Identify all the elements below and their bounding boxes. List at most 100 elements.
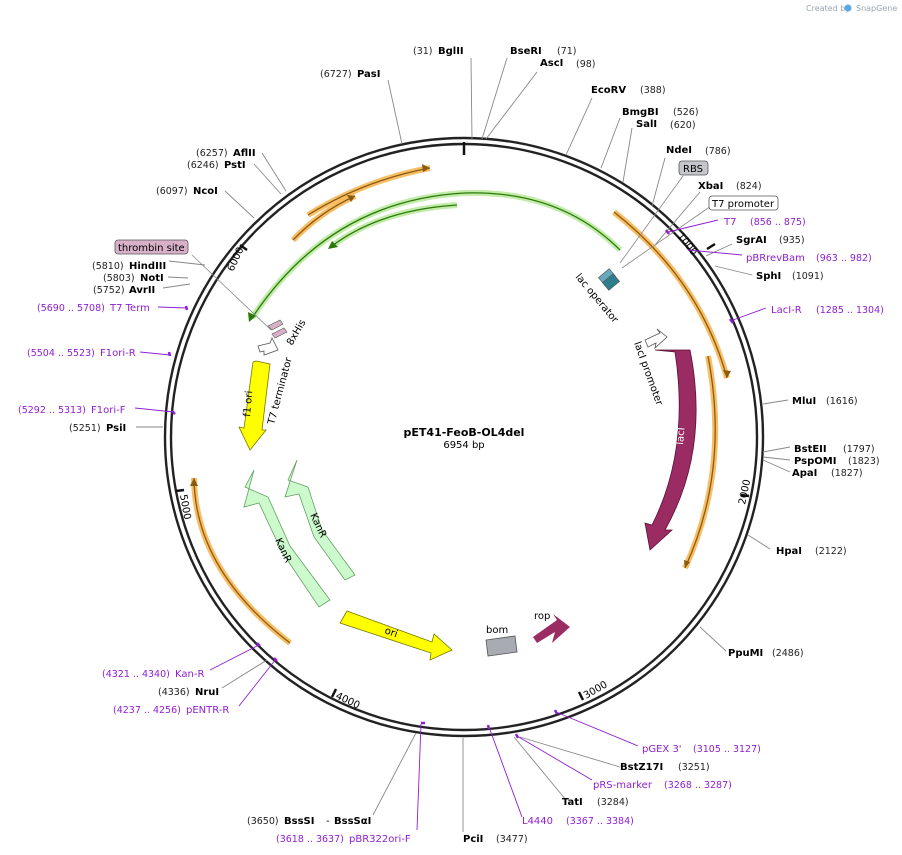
primer-f1ori-r-range: (5504 .. 5523): [27, 348, 95, 359]
enzyme-hpai: HpaI: [776, 546, 802, 557]
lac-operator-box-2: [602, 273, 620, 291]
tick-label-6000: 6000: [226, 246, 247, 274]
enzyme-sphi-pos: (1091): [792, 271, 824, 282]
primer-pbrrevbam-range: (963 .. 982): [816, 253, 872, 264]
primer-laci-r: LacI-R: [771, 305, 802, 316]
enzyme-bsssi: BssSI: [284, 816, 314, 827]
primer-l4440: L4440: [522, 816, 553, 827]
enzyme-xbai: XbaI: [698, 181, 723, 192]
enzyme-ndei: NdeI: [666, 145, 692, 156]
enzyme-ndei-pos: (786): [705, 146, 731, 157]
primer-t7-term-range: (5690 .. 5708): [37, 303, 105, 314]
primer-marks: [167, 229, 734, 739]
enzyme-aflii: AflII: [233, 148, 256, 159]
enzyme-sphi: SphI: [756, 271, 781, 282]
enzyme-asci-pos: (98): [576, 59, 596, 70]
enzyme-ncoi-pos: (6097): [156, 186, 188, 197]
enzyme-noti-pos: (5803): [103, 273, 135, 284]
enzyme-asci: AscI: [540, 58, 563, 69]
thrombin-site-label: thrombin site: [118, 243, 185, 254]
backbone-outer: [163, 136, 765, 738]
enzyme-bstz17i: BstZ17I: [620, 762, 663, 773]
enzyme-tati: TatI: [562, 797, 583, 808]
enzyme-ppumi-pos: (2486): [772, 648, 804, 659]
enzyme-hindiii-pos: (5810): [92, 261, 124, 272]
enzyme-apai-pos: (1827): [831, 468, 863, 479]
primer-prs-marker: pRS-marker: [593, 780, 653, 791]
primer-pgex-3-range: (3105 .. 3127): [693, 744, 761, 755]
his-tag-marker-a: [267, 319, 284, 331]
enzyme-avrii-pos: (5752): [93, 285, 125, 296]
rop-label: rop: [534, 611, 550, 622]
tick-label-1000: 1000: [675, 231, 699, 258]
ori-label: ori: [383, 625, 399, 640]
enzyme-hindiii: HindIII: [129, 261, 166, 272]
enzyme-bstz17i-pos: (3251): [678, 762, 710, 773]
tick-label-5000: 5000: [177, 494, 192, 521]
t7-term-arrow: [257, 337, 279, 356]
bom-box: [485, 635, 518, 657]
enzyme-bglii-pos: (31): [413, 46, 433, 57]
enzyme-psii-pos: (5251): [69, 423, 101, 434]
primer-pbr322ori-f-range: (3618 .. 3637): [276, 834, 344, 845]
enzyme-sgrai: SgrAI: [736, 235, 767, 246]
enzyme-nrui: NruI: [195, 687, 219, 698]
enzyme-nrui-pos: (4336): [158, 687, 190, 698]
primer-pentr-r-range: (4237 .. 4256): [113, 705, 181, 716]
primer-f1ori-f: F1ori-F: [91, 405, 126, 416]
plasmid-length: 6954 bp: [443, 440, 484, 451]
enzyme-ppumi: PpuMI: [728, 648, 763, 659]
enzyme-psti: PstI: [224, 160, 246, 171]
enzyme-bseri-pos: (71): [557, 46, 577, 57]
primer-kan-r-range: (4321 .. 4340): [102, 669, 170, 680]
laci-promoter-arrow: [644, 328, 668, 350]
orange-arcs: [191, 165, 730, 646]
rbs-box: [678, 160, 709, 176]
enzyme-psti-pos: (6246): [187, 160, 219, 171]
orange-arrowheads: [190, 164, 731, 568]
credit-prefix: Created by: [806, 4, 850, 13]
enzyme-pasi-pos: (6727): [320, 69, 352, 80]
enzyme-pcii-pos: (3477): [496, 834, 528, 845]
enzyme-pasi: PasI: [357, 69, 380, 80]
enzyme-aflii-pos: (6257): [196, 148, 228, 159]
enzyme-separator: -: [326, 816, 330, 827]
enzyme-pspomi-pos: (1823): [848, 456, 880, 467]
enzyme-sali: SalI: [636, 119, 657, 130]
primer-kan-r: Kan-R: [175, 669, 204, 680]
enzyme-bsssi-pos: (3650): [247, 816, 279, 827]
enzyme-bseri: BseRI: [510, 46, 542, 57]
primer-t7-range: (856 .. 875): [750, 217, 806, 228]
enzyme-pspomi: PspOMI: [794, 456, 836, 467]
t7-promoter-label: T7 promoter: [711, 199, 775, 210]
primer-f1ori-r: F1ori-R: [100, 348, 136, 359]
enzyme-xbai-pos: (824): [736, 181, 762, 192]
enzyme-sgrai-pos: (935): [779, 235, 805, 246]
enzyme-bmgbi: BmgBI: [622, 107, 659, 118]
enzyme-noti: NotI: [140, 273, 164, 284]
thrombin-site-box: [114, 239, 189, 255]
enzyme-leader-lines: [136, 57, 791, 832]
primer-leader-lines: [134, 219, 767, 831]
enzyme-pcii: PciI: [463, 834, 483, 845]
f1-ori-label: f1 ori: [242, 390, 255, 417]
enzyme-ncoi: NcoI: [193, 186, 218, 197]
primer-pbr322ori-f: pBR322ori-F: [349, 834, 411, 845]
f1-ori-arrow: [238, 360, 271, 451]
green-arcs: [249, 189, 623, 320]
enzyme-apai: ApaI: [792, 468, 817, 479]
enzyme-tati-pos: (3284): [597, 797, 629, 808]
feature-leader-lines: [191, 175, 712, 331]
primer-f1ori-f-range: (5292 .. 5313): [18, 405, 86, 416]
his-tag-marker-b: [271, 327, 288, 339]
tick-marks: [175, 142, 750, 701]
enzyme-bsteii: BstEII: [794, 444, 827, 455]
credit-brand: SnapGene: [856, 4, 897, 13]
enzyme-bmgbi-pos: (526): [673, 107, 699, 118]
laci-arrow: [644, 349, 697, 551]
kanr-arrow-inner: [284, 459, 356, 581]
t7-terminator-label: T7 terminator: [266, 356, 295, 427]
enzyme-bglii: BglII: [438, 46, 464, 57]
his-tag-label: 8xHis: [285, 318, 308, 348]
